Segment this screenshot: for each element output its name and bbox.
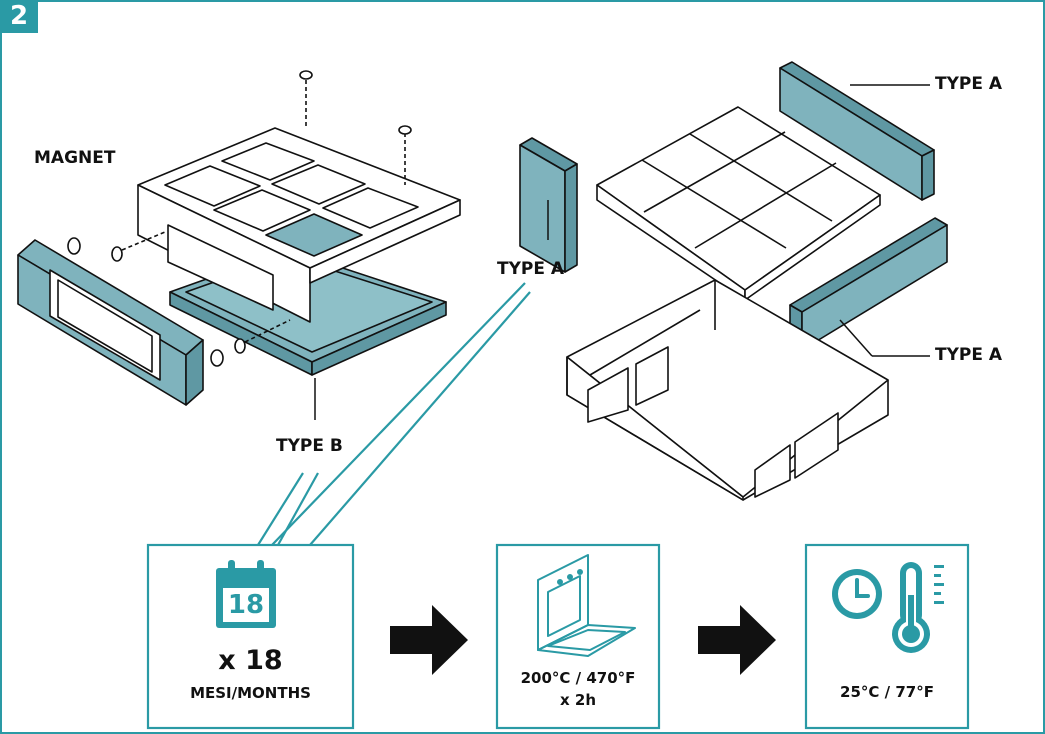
label-type-a-top-right: TYPE A (935, 74, 1003, 94)
cooldown-temperature: 25°C / 77°F (840, 683, 934, 701)
oven-box (495, 543, 661, 730)
months-count: x 18 (218, 645, 283, 676)
label-type-a-left: TYPE A (497, 259, 565, 279)
callout-lines (257, 282, 531, 546)
label-type-a-mid-right: TYPE A (935, 345, 1003, 365)
left-assembly (17, 70, 461, 406)
calendar-number: 18 (227, 590, 265, 620)
oven-temperature: 200°C / 470°F (520, 669, 636, 687)
months-unit: MESI/MONTHS (190, 684, 311, 702)
oven-icon (537, 554, 636, 657)
clock-icon (832, 569, 882, 619)
step-number-badge: 2 (0, 0, 38, 33)
label-type-b: TYPE B (276, 436, 343, 456)
oven-duration: x 2h (559, 691, 596, 709)
magnet-washer (67, 237, 81, 255)
calendar-icon (216, 560, 276, 628)
arrow-right-icon (390, 605, 468, 675)
arrow-right-icon (698, 605, 776, 675)
right-assembly (519, 61, 948, 501)
thermometer-icon (892, 562, 944, 653)
label-magnet: MAGNET (34, 148, 116, 168)
